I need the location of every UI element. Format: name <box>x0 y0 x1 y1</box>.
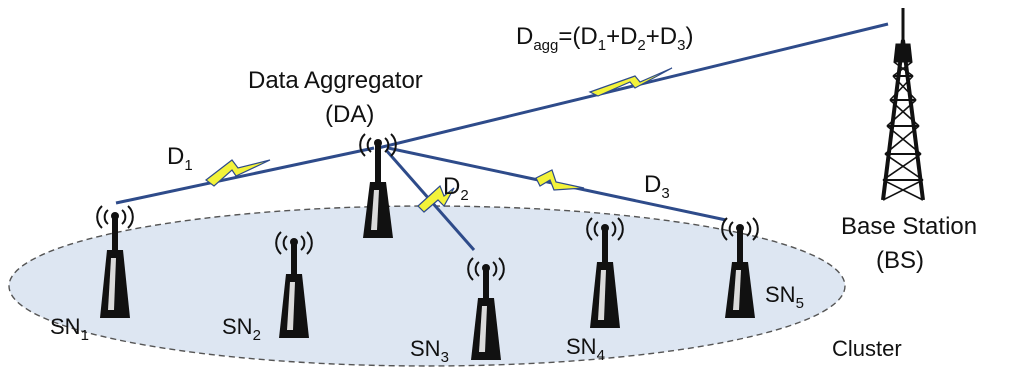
aggregate-formula: Dagg=(D1+D2+D3) <box>516 23 693 54</box>
antenna-signal-icon <box>586 217 624 241</box>
sensor-node-label-4: SN4 <box>566 334 605 364</box>
lightning-bolts <box>205 67 673 213</box>
sensor-node-label-1: SN1 <box>50 314 89 344</box>
base-station-title: Base Station <box>841 213 977 240</box>
link-label-d3: D3 <box>644 171 670 202</box>
sensor-node-label-2: SN2 <box>222 314 261 344</box>
link-label-d1: D1 <box>167 143 193 174</box>
sensor-node-3 <box>467 257 505 360</box>
lightning-icon <box>205 159 271 187</box>
cluster-label: Cluster <box>832 336 902 361</box>
antenna-signal-icon <box>721 217 759 241</box>
sensor-node-5 <box>721 217 759 318</box>
lightning-icon <box>588 67 673 97</box>
lightning-icon <box>535 169 585 191</box>
base-station-tower-icon <box>881 8 925 201</box>
sensor-node-label-5: SN5 <box>765 282 804 312</box>
antenna-signal-icon <box>359 133 397 157</box>
sensor-node-4 <box>586 217 624 328</box>
sensor-node-1 <box>96 205 134 318</box>
data-aggregator-title: Data Aggregator <box>248 67 423 94</box>
antenna-signal-icon <box>96 205 134 229</box>
antenna-signal-icon <box>467 257 505 281</box>
sensor-node-2 <box>275 231 313 338</box>
lightning-icon <box>417 184 455 213</box>
data-aggregator-abbr: (DA) <box>325 101 374 128</box>
data-aggregator-node <box>359 133 397 238</box>
base-station-abbr: (BS) <box>876 247 924 274</box>
antenna-signal-icon <box>275 231 313 255</box>
link-label-d2: D2 <box>443 173 469 204</box>
link-sn1-da <box>115 146 375 205</box>
sensor-node-label-3: SN3 <box>410 336 449 366</box>
